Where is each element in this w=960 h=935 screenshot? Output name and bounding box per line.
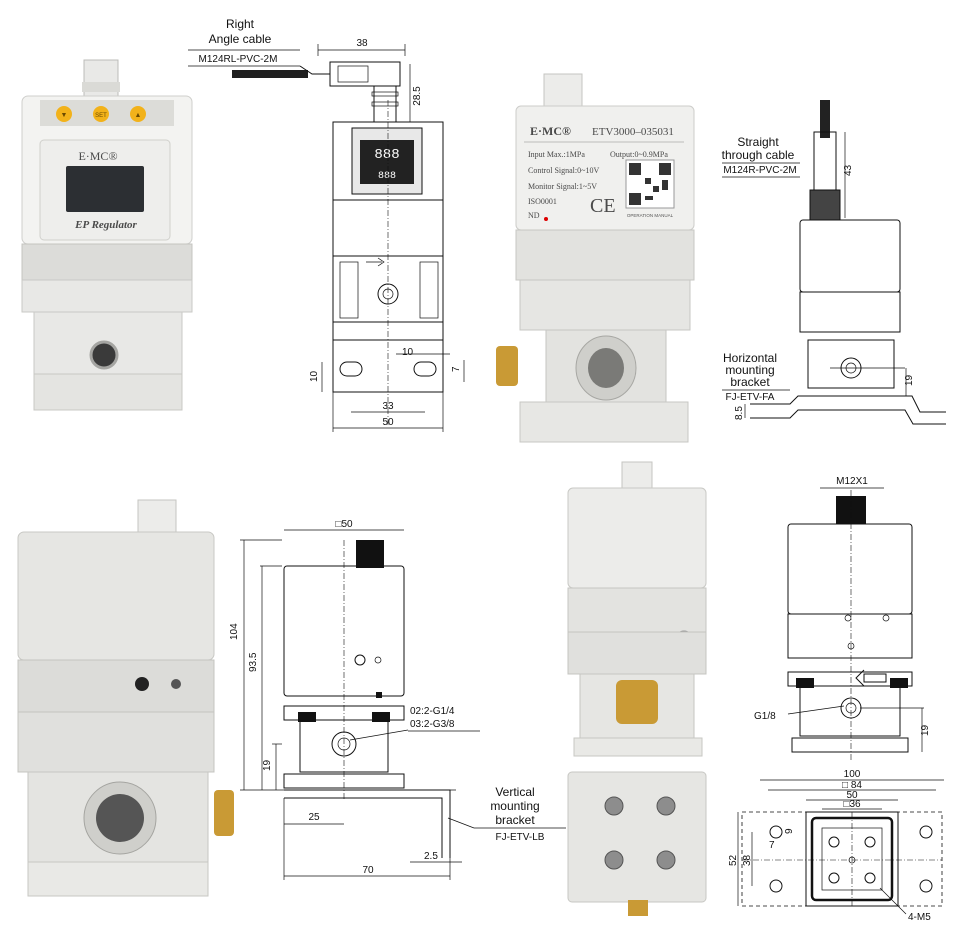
svg-text:Horizontal: Horizontal	[723, 351, 777, 365]
svg-text:7: 7	[451, 366, 462, 372]
svg-text:M124R-PVC-2M: M124R-PVC-2M	[723, 165, 796, 176]
svg-text:38: 38	[742, 854, 753, 866]
lcd-display	[66, 166, 144, 212]
side-product-photo	[17, 499, 234, 897]
svg-text:□36: □36	[843, 799, 861, 810]
label-product-photo: E·MC® ETV3000–035031 Input Max.:1MPa Out…	[496, 73, 695, 443]
ce-mark: CE	[590, 195, 616, 217]
svg-text:M12X1: M12X1	[836, 476, 868, 487]
label-brand: E·MC®	[530, 124, 571, 138]
svg-text:25: 25	[308, 812, 320, 823]
svg-text:19: 19	[262, 759, 273, 771]
svg-text:19: 19	[920, 724, 931, 736]
svg-text:Angle cable: Angle cable	[209, 32, 272, 46]
svg-text:FJ-ETV-FA: FJ-ETV-FA	[726, 392, 775, 403]
bottom-view-drawing: 100 □ 84 50 □36 7 9 38 52 4-M5	[728, 769, 944, 923]
svg-text:mounting: mounting	[490, 799, 539, 813]
down-key-icon	[56, 106, 72, 122]
svg-text:888: 888	[378, 171, 396, 182]
svg-text:Output:0~0.9MPa: Output:0~0.9MPa	[610, 150, 668, 159]
svg-text:Input Max.:1MPa: Input Max.:1MPa	[528, 150, 585, 159]
right-angle-cable-callout: Right Angle cable M124RL-PVC-2M	[188, 17, 330, 78]
svg-text:FJ-ETV-LB: FJ-ETV-LB	[496, 832, 545, 843]
svg-text:□ 84: □ 84	[842, 780, 862, 791]
svg-text:50: 50	[382, 417, 394, 428]
svg-text:through cable: through cable	[722, 148, 795, 162]
product-name: EP Regulator	[74, 219, 137, 231]
svg-text:52: 52	[728, 854, 739, 866]
bottom-product-photo	[567, 771, 707, 916]
label-model: ETV3000–035031	[592, 126, 674, 138]
set-key-icon	[93, 106, 109, 122]
svg-text:70: 70	[362, 865, 374, 876]
svg-text:Straight: Straight	[737, 135, 779, 149]
svg-text:888: 888	[374, 147, 399, 163]
svg-text:Control Signal:0~10V: Control Signal:0~10V	[528, 166, 599, 175]
svg-text:10: 10	[402, 347, 414, 358]
svg-text:4-M5: 4-M5	[908, 912, 931, 923]
svg-text:7: 7	[769, 840, 775, 851]
svg-text:8.5: 8.5	[734, 406, 745, 420]
svg-text:Right: Right	[226, 17, 255, 31]
svg-text:03:2-G3/8: 03:2-G3/8	[410, 719, 455, 730]
svg-text:33: 33	[382, 401, 394, 412]
svg-text:104: 104	[229, 623, 240, 640]
svg-text:93.5: 93.5	[248, 652, 259, 672]
front-product-photo: ▼ SET ▲ E·MC® EP Regulator	[21, 59, 193, 411]
svg-text:ND: ND	[528, 211, 540, 220]
rear-view-drawing: M12X1 G1/8 19	[754, 476, 931, 760]
svg-text:100: 100	[844, 769, 861, 780]
svg-text:bracket: bracket	[495, 813, 535, 827]
front-view-drawing: 38 28.5 888 888 10 7 10	[309, 38, 465, 432]
side-view-drawing: □50 104 93.5 19 02:2-G1/4 03:2-G3/8	[229, 519, 566, 880]
svg-text:9: 9	[784, 828, 795, 834]
svg-text:▲: ▲	[135, 112, 142, 119]
svg-text:G1/8: G1/8	[754, 711, 776, 722]
svg-text:OPERATION MANUAL: OPERATION MANUAL	[627, 213, 674, 218]
svg-text:50: 50	[846, 790, 858, 801]
svg-text:ISO0001: ISO0001	[528, 197, 557, 206]
svg-text:Vertical: Vertical	[495, 785, 534, 799]
svg-text:10: 10	[309, 370, 320, 382]
brand-logo: E·MC®	[78, 149, 117, 163]
svg-text:43: 43	[843, 164, 854, 176]
qr-code-icon	[625, 159, 675, 209]
svg-text:Monitor Signal:1~5V: Monitor Signal:1~5V	[528, 182, 597, 191]
svg-text:mounting: mounting	[725, 363, 774, 377]
svg-text:□50: □50	[335, 519, 353, 530]
svg-text:2.5: 2.5	[424, 851, 438, 862]
svg-text:SET: SET	[95, 113, 107, 119]
up-key-icon	[130, 106, 146, 122]
svg-text:28.5: 28.5	[412, 86, 423, 106]
svg-text:19: 19	[904, 374, 915, 386]
straight-cable-drawing: Straight through cable M124R-PVC-2M 43 1…	[722, 100, 946, 425]
svg-text:bracket: bracket	[730, 375, 770, 389]
svg-text:M124RL-PVC-2M: M124RL-PVC-2M	[199, 54, 278, 65]
svg-text:38: 38	[356, 38, 368, 49]
svg-text:▼: ▼	[61, 112, 68, 119]
svg-text:02:2-G1/4: 02:2-G1/4	[410, 706, 455, 717]
rear-product-photo	[567, 461, 707, 757]
